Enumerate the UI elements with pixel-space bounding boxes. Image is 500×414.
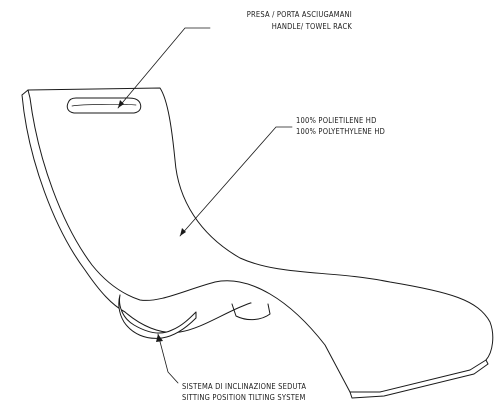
lounger-edge-line: [27, 89, 351, 393]
label-tilt-italian: SISTEMA DI INCLINAZIONE SEDUTA: [182, 382, 307, 391]
arrow-tilt: [156, 334, 163, 342]
label-handle-italian: PRESA / PORTA ASCIUGAMANI: [246, 10, 352, 19]
arrow-material: [180, 228, 186, 236]
label-tilt-english: SITTING POSITION TILTING SYSTEM: [182, 393, 306, 402]
leader-handle: [117, 27, 211, 109]
tilt-base: [118, 294, 197, 339]
label-handle-english: HANDLE/ TOWEL RACK: [271, 22, 352, 31]
label-material-english: 100% POLYETHYLENE HD: [296, 127, 386, 136]
lounger-top-surface: [21, 87, 494, 393]
tilt-base-rear: [231, 303, 271, 321]
handle-slot: [66, 97, 142, 114]
lounger-foot-thickness: [349, 359, 489, 399]
leader-tilt: [157, 333, 179, 384]
label-material-italian: 100% POLIETILENE HD: [296, 116, 377, 125]
leader-material: [179, 126, 293, 237]
arrow-handle: [118, 100, 124, 108]
handle-slot-inner: [71, 103, 137, 107]
